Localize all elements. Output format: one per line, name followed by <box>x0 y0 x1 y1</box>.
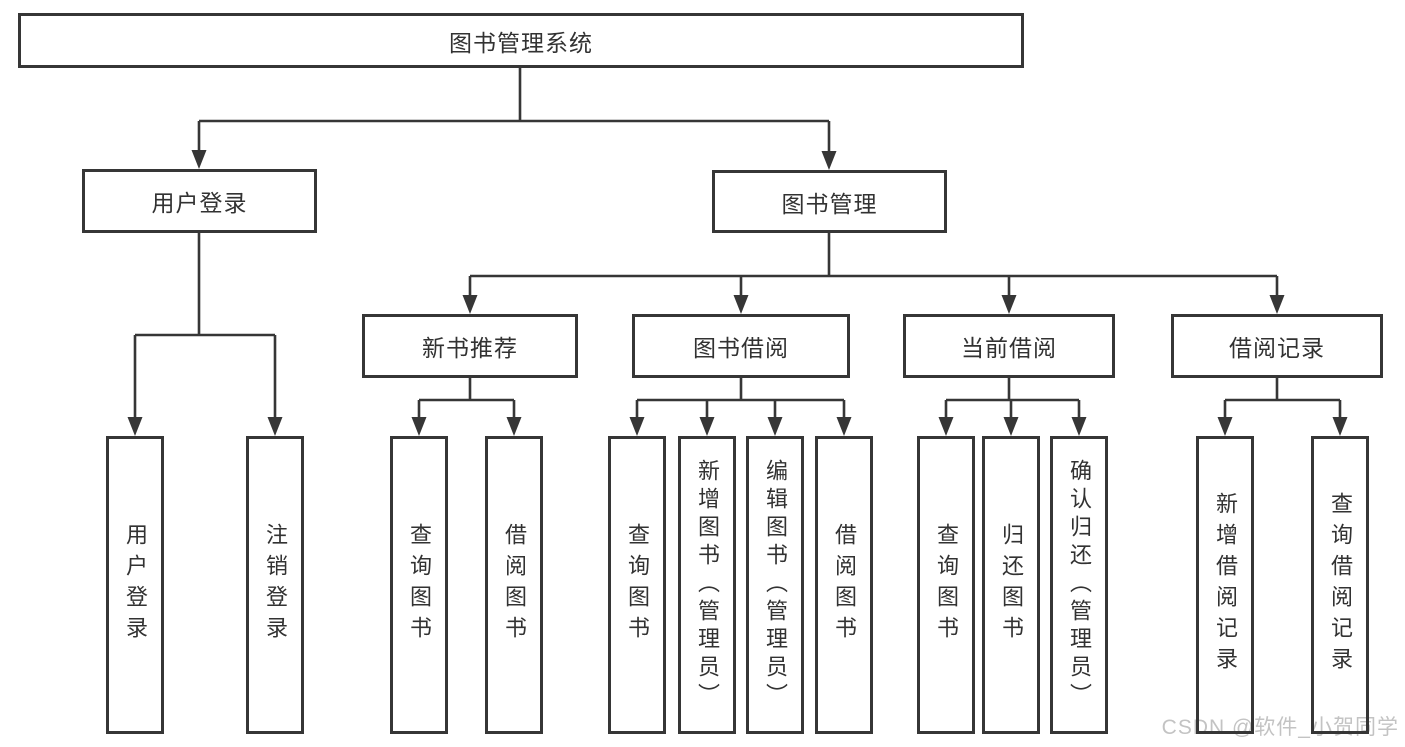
leaf-bb-add-books-admin: 新增图书︵管理员︶ <box>678 436 736 734</box>
leaf-label: 用户登录 <box>123 523 148 647</box>
node-user-login: 用户登录 <box>82 169 317 233</box>
node-new-book-recommend: 新书推荐 <box>362 314 578 378</box>
leaf-label: 借阅图书 <box>502 523 527 647</box>
leaf-label: 新增图书︵管理员︶ <box>695 459 720 711</box>
node-current-borrow: 当前借阅 <box>903 314 1115 378</box>
leaf-br-add-record: 新增借阅记录 <box>1196 436 1254 734</box>
leaf-cb-query-books: 查询图书 <box>917 436 975 734</box>
leaf-label: 查询借阅记录 <box>1328 492 1353 678</box>
node-book-borrow: 图书借阅 <box>632 314 850 378</box>
leaf-logout: 注销登录 <box>246 436 304 734</box>
node-root-system: 图书管理系统 <box>18 13 1024 68</box>
leaf-label: 编辑图书︵管理员︶ <box>763 459 788 711</box>
leaf-label: 归还图书 <box>999 523 1024 647</box>
leaf-label: 查询图书 <box>934 523 959 647</box>
leaf-nb-borrow-books: 借阅图书 <box>485 436 543 734</box>
leaf-label: 注销登录 <box>263 523 288 647</box>
leaf-label: 查询图书 <box>407 523 432 647</box>
leaf-br-query-record: 查询借阅记录 <box>1311 436 1369 734</box>
arrowheads <box>127 150 1348 436</box>
leaf-cb-return-books: 归还图书 <box>982 436 1040 734</box>
leaf-label: 确认归还︵管理员︶ <box>1067 459 1092 711</box>
leaf-user-login: 用户登录 <box>106 436 164 734</box>
leaf-label: 借阅图书 <box>832 523 857 647</box>
leaf-nb-query-books: 查询图书 <box>390 436 448 734</box>
node-book-management: 图书管理 <box>712 170 947 233</box>
leaf-label: 新增借阅记录 <box>1213 492 1238 678</box>
leaf-cb-confirm-return-admin: 确认归还︵管理员︶ <box>1050 436 1108 734</box>
leaf-label: 查询图书 <box>625 523 650 647</box>
leaf-bb-borrow-books: 借阅图书 <box>815 436 873 734</box>
leaf-bb-query-books: 查询图书 <box>608 436 666 734</box>
leaf-bb-edit-books-admin: 编辑图书︵管理员︶ <box>746 436 804 734</box>
node-borrow-records: 借阅记录 <box>1171 314 1383 378</box>
